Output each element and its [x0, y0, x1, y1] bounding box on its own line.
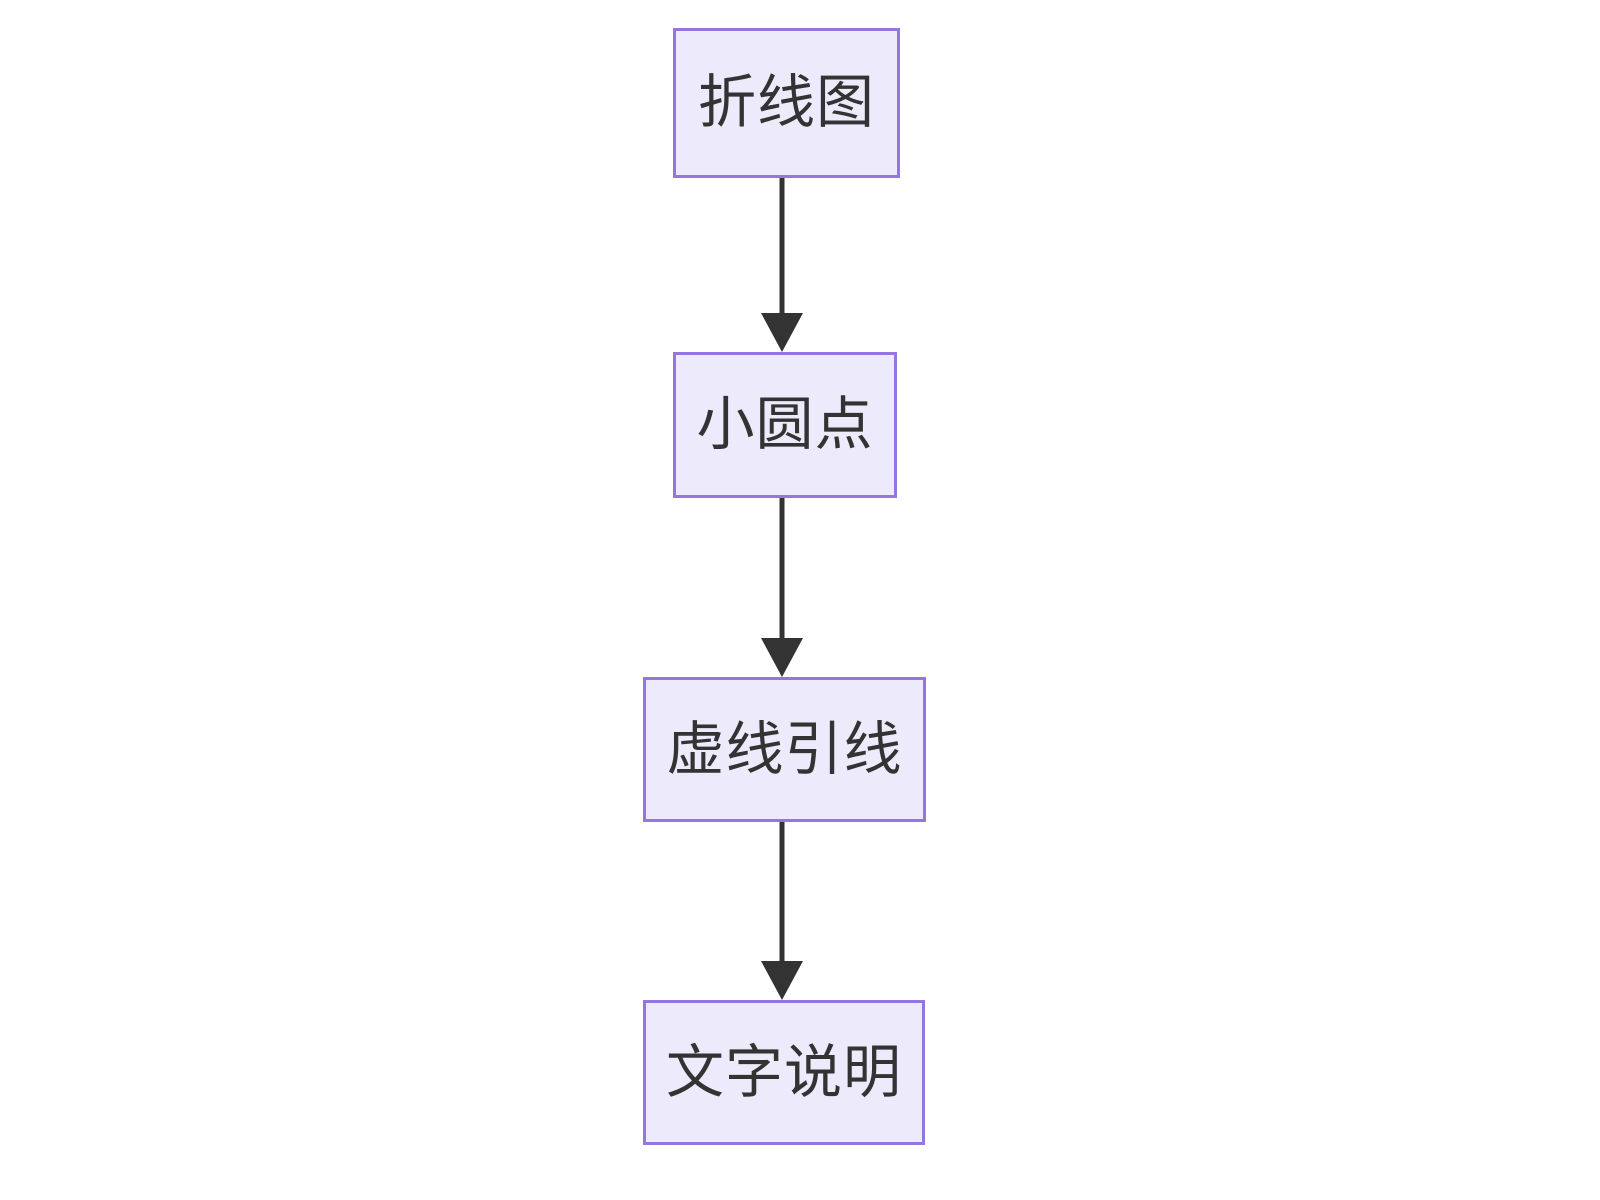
flow-node-small-dot[interactable]: 小圆点 [673, 352, 897, 498]
flow-node-line-chart[interactable]: 折线图 [673, 28, 900, 178]
flow-node-dashed-leader[interactable]: 虚线引线 [643, 677, 926, 822]
flow-edge-1 [761, 178, 803, 352]
arrowhead-icon [761, 638, 803, 677]
flow-node-label: 小圆点 [696, 392, 874, 457]
arrowhead-icon [761, 313, 803, 352]
arrowhead-icon [761, 961, 803, 1000]
flow-node-text-caption[interactable]: 文字说明 [643, 1000, 925, 1145]
flow-node-label: 文字说明 [665, 1039, 902, 1105]
flow-node-label: 折线图 [697, 70, 875, 135]
flow-node-label: 虚线引线 [666, 716, 903, 782]
flow-edge-2 [761, 498, 803, 677]
flow-edge-3 [761, 822, 803, 1000]
